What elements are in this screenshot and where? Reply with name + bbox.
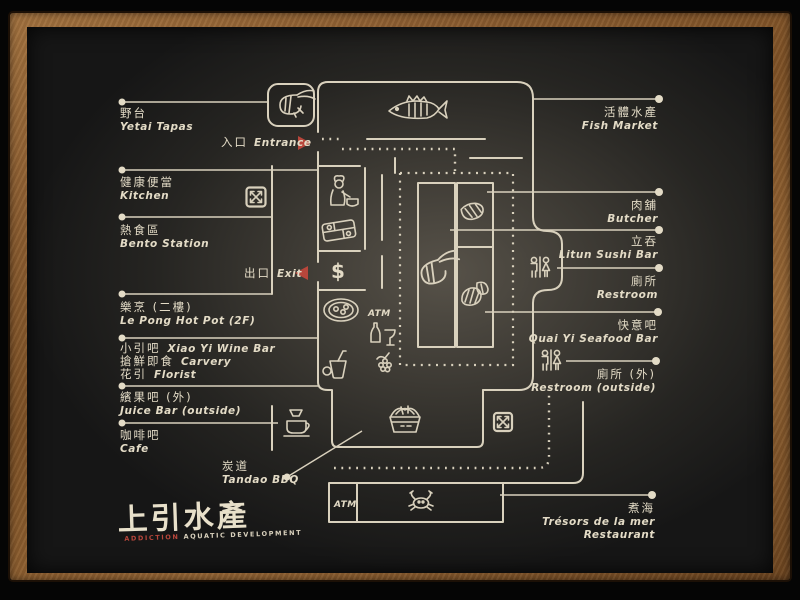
label-fishmarket-en: Fish Market: [582, 120, 659, 132]
atm-label: ATM: [367, 309, 391, 319]
label-yetai-zh: 野台: [120, 106, 147, 120]
bbq-basket-icon: [389, 405, 421, 433]
label-butcher-zh: 肉舖: [631, 198, 658, 212]
label-restroom-en: Restroom: [597, 289, 658, 301]
leader-lines: [118, 95, 663, 499]
right-labels: 活體水產 Fish Market 肉舖 Butcher 立吞 Litun Sus…: [529, 105, 659, 541]
restroom-icon: [530, 256, 551, 278]
fish-skeleton-icon: [388, 95, 448, 120]
label-tresors-zh: 煮海: [628, 501, 655, 515]
crossed-arrows-icon: [492, 411, 514, 433]
bbq-annex-outline: [317, 281, 484, 448]
crossed-arrows-icon: [245, 186, 267, 208]
dollar-icon: $: [331, 259, 345, 283]
yetai-booth-outline: [267, 83, 315, 127]
oyster-icon: [461, 281, 489, 306]
label-yetai-en: Yetai Tapas: [120, 121, 193, 133]
label-lepong-en: Le Pong Hot Pot (2F): [120, 315, 255, 327]
steak-icon: [460, 202, 484, 221]
restaurant-box-outline: [328, 482, 504, 523]
label-kitchen-en: Kitchen: [120, 190, 169, 202]
exit-arrow-icon: [295, 266, 308, 280]
label-bento-en: Bento Station: [120, 238, 209, 250]
label-cafe-zh: 咖啡吧: [120, 428, 161, 442]
restaurant-annex-wall: [502, 401, 584, 484]
bottom-labels: 炭道 Tandao BBQ ATM ATM: [222, 309, 391, 510]
label-restroom-zh: 廁所: [631, 274, 658, 288]
label-bento-zh: 熱食區: [120, 223, 161, 237]
label-juicebar-en: Juice Bar (outside): [118, 405, 241, 417]
crab-icon: [408, 490, 434, 511]
atm-label: ATM: [333, 500, 357, 510]
label-tandao-zh: 炭道: [222, 459, 249, 473]
chef-icon: [329, 175, 359, 207]
hotpot-icon: [323, 298, 359, 322]
label-cafe-en: Cafe: [120, 443, 149, 455]
label-litun-en: Litun Sushi Bar: [559, 249, 658, 261]
label-lepong-zh: 樂烹 (二樓): [120, 300, 193, 314]
label-juicebar-zh: 繽果吧 (外): [120, 390, 193, 404]
label-butcher-en: Butcher: [607, 213, 658, 225]
left-labels: 野台 Yetai Tapas 健康便當 Kitchen 熱食區 Bento St…: [118, 106, 312, 455]
exit-route-dotted: [334, 392, 551, 470]
wine-bar-icon: [370, 322, 396, 346]
label-tresors-en: Trésors de la mer: [542, 516, 655, 528]
label-tresors-en2: Restaurant: [584, 529, 656, 541]
map-walls: [267, 81, 584, 523]
bento-box-icon: [321, 219, 357, 242]
label-restroom-out-en: Restroom (outside): [531, 382, 656, 394]
stall-right: [456, 182, 494, 348]
entrance-route-dotted: [322, 137, 457, 171]
hall-outline: [317, 81, 563, 391]
label-quaiyi-en: Quai Yi Seafood Bar: [529, 333, 658, 345]
juice-cup-icon: [322, 350, 347, 379]
shrimp-icon: [279, 89, 316, 118]
shrimp-icon: [420, 249, 461, 285]
label-fishmarket-zh: 活體水產: [604, 105, 658, 119]
brand-calligraphy: 上引水產: [117, 498, 250, 538]
interior-partitions: [271, 138, 523, 451]
map-icons: $: [245, 89, 562, 511]
label-litun-zh: 立吞: [631, 234, 658, 248]
restroom-icon: [541, 349, 562, 371]
label-kitchen-zh: 健康便當: [120, 175, 174, 189]
label-tandao-en: Tandao BBQ: [222, 474, 299, 486]
grapes-icon: [376, 352, 393, 373]
coffee-cup-icon: [283, 409, 310, 437]
stall-left: [417, 182, 456, 348]
label-quaiyi-zh: 快意吧: [618, 318, 659, 332]
entrance-arrow-icon: [298, 136, 311, 150]
label-restroom-out-zh: 廁所 (外): [597, 367, 656, 381]
